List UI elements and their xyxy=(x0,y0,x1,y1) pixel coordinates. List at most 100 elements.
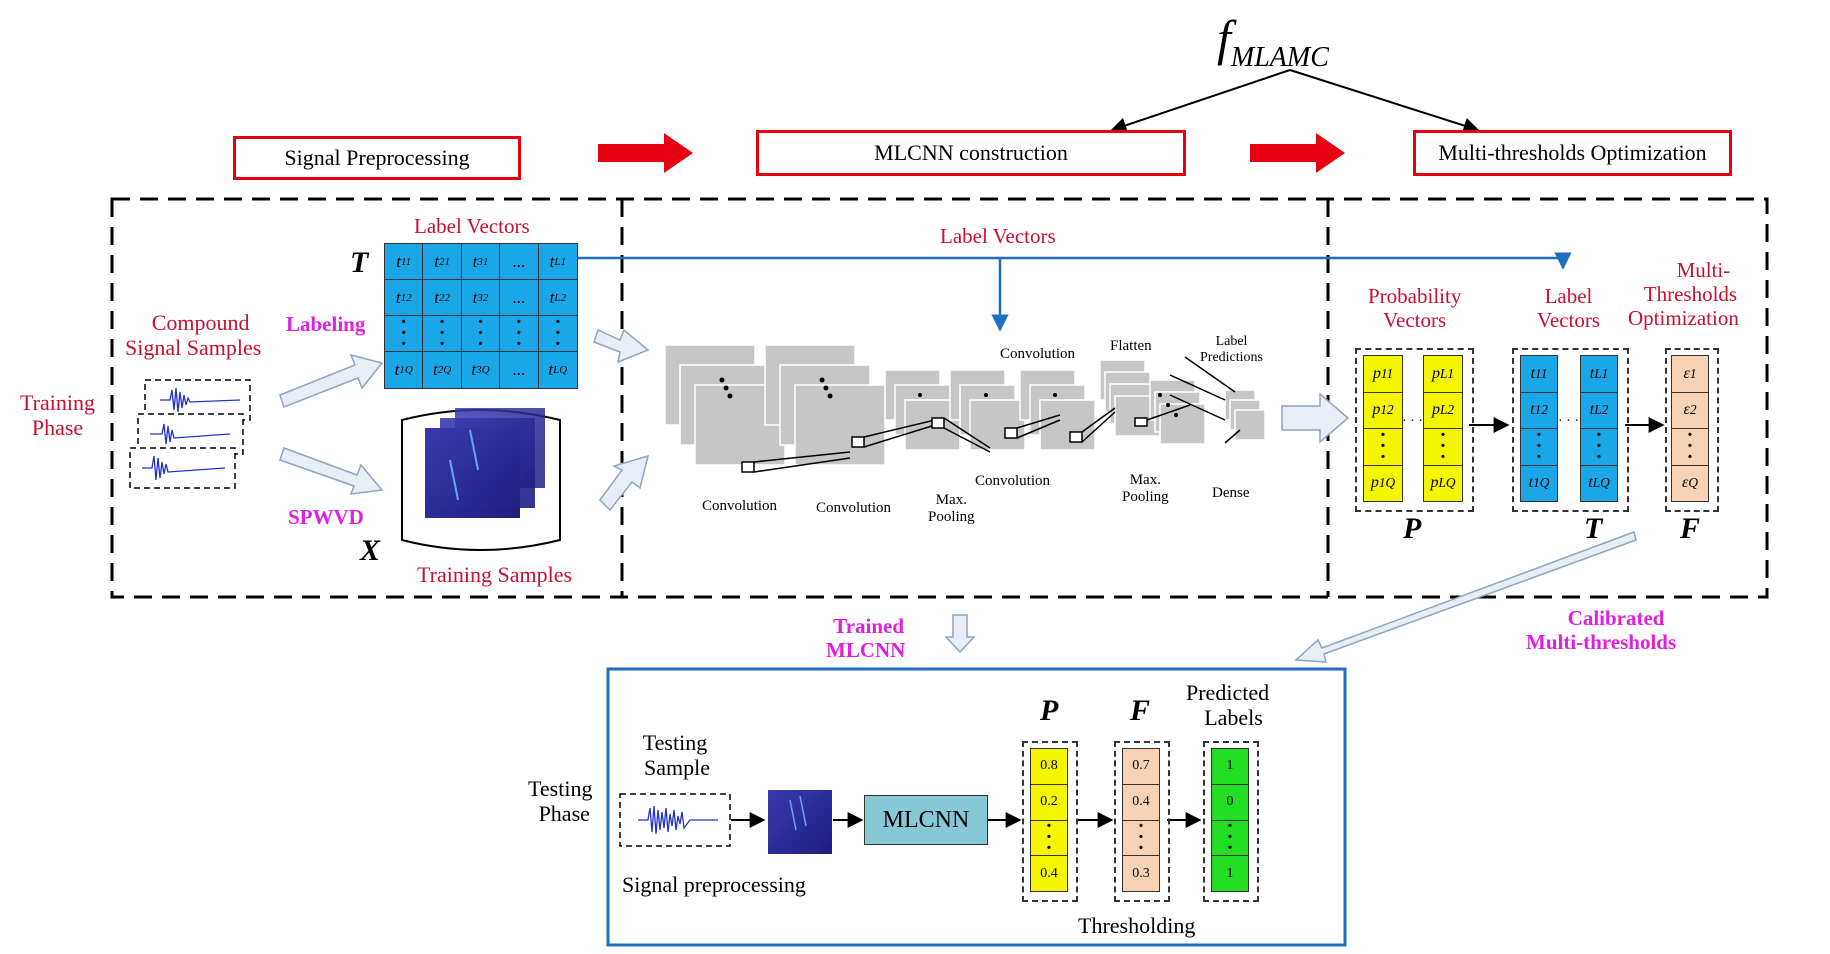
cnn-label-predictions-line1: Label xyxy=(1215,334,1248,349)
cnn-max-pooling-2: Max. Pooling xyxy=(1122,472,1169,507)
labeling-label: Labeling xyxy=(286,312,366,336)
trained-mlcnn-label: Trained MLCNN xyxy=(826,614,905,662)
formula-branch-arrows xyxy=(1110,69,1480,134)
label-matrix-cell: ··· xyxy=(461,312,501,354)
multi-line1: Multi- xyxy=(1676,258,1731,282)
label-matrix-cell: ··· xyxy=(385,312,424,354)
testing-label-cell: 0 xyxy=(1212,785,1248,821)
right-t-symbol: T xyxy=(1584,512,1603,545)
testing-sample-line1: Testing xyxy=(642,730,708,755)
cnn-layers xyxy=(664,344,1266,466)
cnn-convolution-1: Convolution xyxy=(702,498,778,514)
testing-label-cell: ··· xyxy=(1212,816,1248,858)
testing-f-cell: 0.7 xyxy=(1123,749,1159,785)
testing-f-cell: 0.3 xyxy=(1132,865,1150,881)
testing-f-group xyxy=(1114,741,1170,902)
multi-thresholds-label: Multi- Thresholds Optimization xyxy=(1628,258,1739,330)
testing-phase-line1: Testing xyxy=(528,776,593,801)
testing-f-cell: ··· xyxy=(1123,816,1159,858)
testing-sample-line2: Sample xyxy=(644,755,710,781)
mlcnn-box: MLCNN xyxy=(864,795,988,845)
testing-p-cell: 0.2 xyxy=(1031,785,1067,821)
label-matrix-cell: ... xyxy=(500,244,539,280)
cnn-max-pooling-2-line2: Pooling xyxy=(1122,489,1169,506)
formula-subscript: MLAMC xyxy=(1230,42,1329,73)
multi-line3: Optimization xyxy=(1628,306,1739,331)
testing-phase-label: Testing Phase xyxy=(528,776,592,827)
threshold-cell: ··· xyxy=(1672,425,1708,467)
training-samples-label: Training Samples xyxy=(417,562,573,587)
right-f-symbol: F xyxy=(1680,512,1701,545)
trained-line1: Trained xyxy=(833,614,905,638)
multi-line2: Thresholds xyxy=(1643,282,1738,307)
prob-cell: ··· xyxy=(1424,425,1462,467)
cnn-convolution-3: Convolution xyxy=(975,473,1051,489)
label-matrix-cell: ... xyxy=(500,280,539,316)
label-vectors-group xyxy=(1512,348,1629,512)
labeling-arrows xyxy=(279,328,1350,512)
predicted-line1: Predicted xyxy=(1186,680,1270,705)
cnn-label-predictions: Label Predictions xyxy=(1200,334,1263,366)
cnn-connections xyxy=(741,356,1241,473)
label-cell: ··· xyxy=(1521,425,1557,467)
calibrated-multi-thresholds-label: Calibrated Multi-thresholds xyxy=(1526,606,1676,654)
testing-f-symbol: F xyxy=(1130,694,1151,727)
spwvd-label: SPWVD xyxy=(288,505,364,529)
header-signal-preprocessing: Signal Preprocessing xyxy=(233,136,521,180)
calibrated-line2: Multi-thresholds xyxy=(1526,630,1677,655)
label-matrix-cell: ··· xyxy=(423,312,462,354)
testing-p-cell: 0.8 xyxy=(1031,749,1067,785)
header-multi-thresholds-optimization: Multi-thresholds Optimization xyxy=(1413,130,1732,176)
predicted-labels-title: Predicted Labels xyxy=(1186,680,1269,731)
right-label-vectors-label: Label Vectors xyxy=(1537,284,1600,332)
trained-line2: MLCNN xyxy=(826,638,906,663)
testing-p-cell: 0.4 xyxy=(1040,865,1058,881)
right-label-vectors-line1: Label xyxy=(1544,284,1593,308)
prob-cell: ··· xyxy=(1364,425,1402,467)
compound-signal-label: Compound Signal Samples xyxy=(125,310,261,361)
label-vectors-mid-title: Label Vectors xyxy=(940,224,1056,248)
testing-sample-label: Testing Sample xyxy=(640,730,710,781)
testing-label-cell: 1 xyxy=(1212,749,1248,785)
testing-sample-graphic xyxy=(619,790,832,854)
cnn-dots xyxy=(719,377,1178,417)
testing-signal-preprocessing-label: Signal preprocessing xyxy=(622,872,806,897)
testing-f-cell: 0.4 xyxy=(1123,785,1159,821)
matrix-x-symbol: X xyxy=(360,534,381,567)
training-frame xyxy=(110,197,1769,599)
spectrogram-frame xyxy=(401,408,561,551)
label-matrix-cell: ··· xyxy=(538,312,577,354)
label-vector-lines xyxy=(560,252,1572,332)
cnn-convolution-2: Convolution xyxy=(816,500,892,516)
label-dots: · · · xyxy=(1558,414,1579,429)
cnn-max-pooling-1: Max. Pooling xyxy=(928,492,975,527)
cnn-label-predictions-line2: Predictions xyxy=(1200,350,1263,366)
cnn-max-pooling-1-line1: Max. xyxy=(935,492,967,508)
